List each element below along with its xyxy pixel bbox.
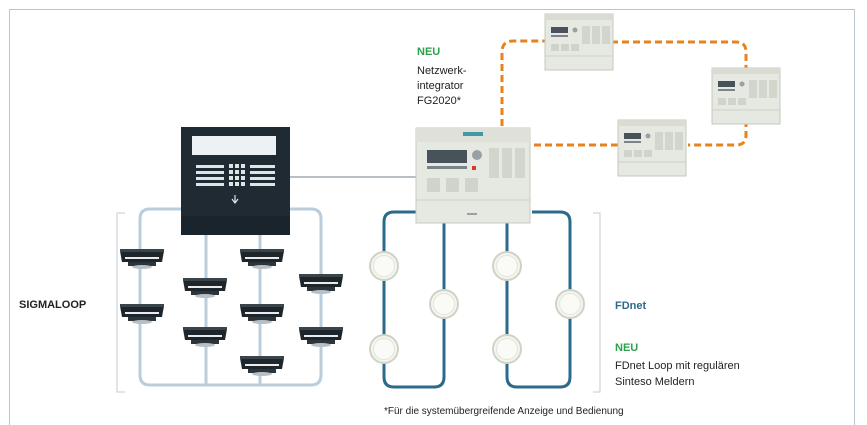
sinteso-detector-icon [492, 251, 522, 281]
fdnet-loop-label-line2: Sinteso Meldern [615, 376, 695, 388]
smoke-detector-icon [120, 249, 164, 269]
sinteso-detector-icon [555, 289, 585, 319]
smoke-detector-icon [183, 278, 227, 298]
smoke-detector-icon [183, 327, 227, 347]
network-connection [500, 39, 748, 147]
smoke-detector-icon [240, 356, 284, 376]
remote-panel-middle-icon [617, 119, 687, 177]
remote-panel-top-icon [544, 13, 614, 71]
smoke-detector-icon [299, 274, 343, 294]
smoke-detector-icon [240, 249, 284, 269]
neu-badge-top: NEU [417, 46, 441, 58]
fdnet-loop-label-line1: FDnet Loop mit regulären [615, 360, 740, 372]
integrator-label-line1: Netzwerk- [417, 65, 467, 77]
sinteso-detector-icon [369, 334, 399, 364]
fdnet-label: FDnet [615, 300, 647, 312]
fdnet-wiring [382, 210, 572, 389]
fdnet-bracket [593, 212, 601, 393]
smoke-detector-icon [120, 304, 164, 324]
sinteso-detector-icon [492, 334, 522, 364]
sigmaloop-wiring [138, 207, 323, 387]
integrator-label-line2: integrator [417, 80, 464, 92]
remote-panel-right-icon [711, 67, 781, 125]
sigmaloop-panel-icon [181, 127, 290, 235]
footnote: *Für die systemübergreifende Anzeige und… [384, 406, 624, 417]
smoke-detector-icon [240, 304, 284, 324]
sinteso-detector-icon [429, 289, 459, 319]
integrator-panel-icon [415, 127, 531, 224]
smoke-detector-icon [299, 327, 343, 347]
diagram-frame [9, 9, 855, 425]
sinteso-detector-icon [369, 251, 399, 281]
neu-badge-bottom: NEU [615, 342, 639, 354]
integrator-label-line3: FG2020* [417, 95, 462, 107]
sigmaloop-label: SIGMALOOP [19, 299, 87, 311]
sigmaloop-bracket [116, 212, 125, 393]
